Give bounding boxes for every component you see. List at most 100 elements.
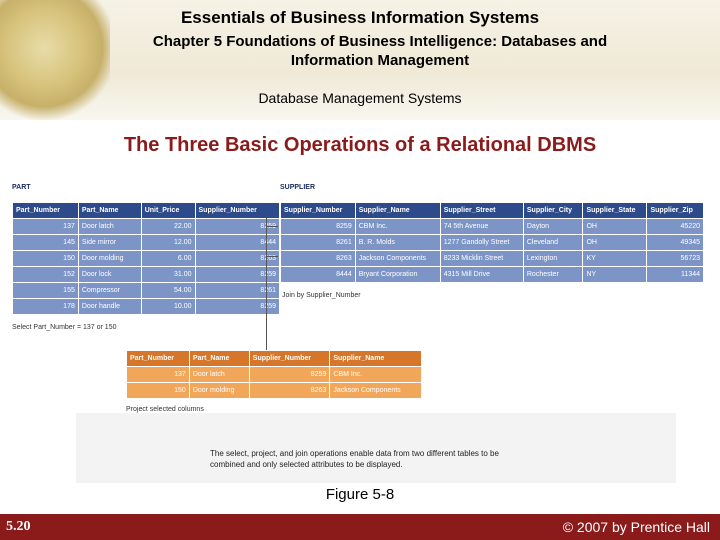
table-cell: 137 — [12, 218, 79, 235]
table-cell: 155 — [12, 282, 79, 299]
table-cell: Rochester — [522, 266, 584, 283]
table-cell: Bryant Corporation — [354, 266, 441, 283]
select-note: Select Part_Number = 137 or 150 — [12, 324, 117, 331]
table-cell: Door latch — [77, 218, 142, 235]
column-header: Supplier_Zip — [646, 202, 704, 219]
course-title: Essentials of Business Information Syste… — [180, 8, 540, 27]
table-cell: 137 — [126, 366, 190, 383]
table-cell: 45220 — [646, 218, 704, 235]
column-header: Supplier_Name — [354, 202, 441, 219]
table-cell: 10.00 — [140, 298, 196, 315]
table-cell: Side mirror — [77, 234, 142, 251]
column-header: Supplier_City — [522, 202, 584, 219]
column-header: Supplier_Number — [280, 202, 356, 219]
table-cell: 22.00 — [140, 218, 196, 235]
table-cell: Jackson Components — [329, 382, 422, 399]
table-cell: Door handle — [77, 298, 142, 315]
table-cell: 150 — [126, 382, 190, 399]
figure-caption: The select, project, and join operations… — [210, 449, 499, 469]
table-cell: 6.00 — [140, 250, 196, 267]
column-header: Supplier_Number — [248, 350, 331, 367]
join-arrow-bottom — [266, 256, 278, 257]
table-cell: Door latch — [188, 366, 250, 383]
column-header: Part_Number — [12, 202, 79, 219]
table-cell: Door molding — [77, 250, 142, 267]
chapter-title: Chapter 5 Foundations of Business Intell… — [152, 33, 608, 69]
table-cell: 8263 — [280, 250, 356, 267]
slide-footer: 5.20 © 2007 by Prentice Hall — [0, 514, 720, 540]
table-cell: Lexington — [522, 250, 584, 267]
table-cell: 178 — [12, 298, 79, 315]
slide-number: 5.20 — [6, 519, 31, 534]
column-header: Supplier_Name — [329, 350, 422, 367]
table-cell: Dayton — [522, 218, 584, 235]
table-cell: 1277 Gandolly Street — [439, 234, 524, 251]
table-cell: Door molding — [188, 382, 250, 399]
table-cell: 11344 — [646, 266, 704, 283]
column-header: Unit_Price — [140, 202, 196, 219]
copyright-notice: © 2007 by Prentice Hall — [562, 519, 710, 535]
table-cell: CBM Inc. — [354, 218, 441, 235]
table-cell: 8261 — [280, 234, 356, 251]
table-cell: 8444 — [280, 266, 356, 283]
join-arrow-top — [266, 226, 278, 227]
table-cell: 49345 — [646, 234, 704, 251]
section-title: Database Management Systems — [258, 90, 462, 106]
project-note: Project selected columns — [126, 406, 204, 413]
table-cell: 150 — [12, 250, 79, 267]
table-cell: Jackson Components — [354, 250, 441, 267]
figure-background — [76, 413, 676, 483]
join-arrow-line — [266, 218, 267, 368]
slide-header: Essentials of Business Information Syste… — [0, 0, 720, 120]
part-table-label: PART — [12, 184, 31, 191]
table-cell: CBM Inc. — [329, 366, 422, 383]
figure-label: Figure 5-8 — [325, 486, 395, 503]
table-cell: 8259 — [248, 366, 331, 383]
table-cell: 54.00 — [140, 282, 196, 299]
table-cell: 56723 — [646, 250, 704, 267]
table-cell: 145 — [12, 234, 79, 251]
table-cell: OH — [582, 218, 648, 235]
table-cell: 31.00 — [140, 266, 196, 283]
table-cell: B. R. Molds — [354, 234, 441, 251]
column-header: Part_Name — [77, 202, 142, 219]
table-cell: 152 — [12, 266, 79, 283]
table-cell: OH — [582, 234, 648, 251]
table-cell: 4315 Mill Drive — [439, 266, 524, 283]
table-cell: 12.00 — [140, 234, 196, 251]
table-cell: 8259 — [280, 218, 356, 235]
column-header: Supplier_Street — [439, 202, 524, 219]
column-header: Part_Number — [126, 350, 190, 367]
slide-title: The Three Basic Operations of a Relation… — [123, 134, 597, 156]
table-cell: 8259 — [194, 298, 280, 315]
globe-logo — [0, 0, 110, 120]
table-cell: Door lock — [77, 266, 142, 283]
table-cell: Cleveland — [522, 234, 584, 251]
supplier-table-label: SUPPLIER — [280, 184, 316, 191]
table-cell: NY — [582, 266, 648, 283]
table-cell: 8233 Micklin Street — [439, 250, 524, 267]
table-cell: 8263 — [248, 382, 331, 399]
table-cell: 74 5th Avenue — [439, 218, 524, 235]
column-header: Part_Name — [188, 350, 250, 367]
column-header: Supplier_State — [582, 202, 648, 219]
table-cell: Compressor — [77, 282, 142, 299]
